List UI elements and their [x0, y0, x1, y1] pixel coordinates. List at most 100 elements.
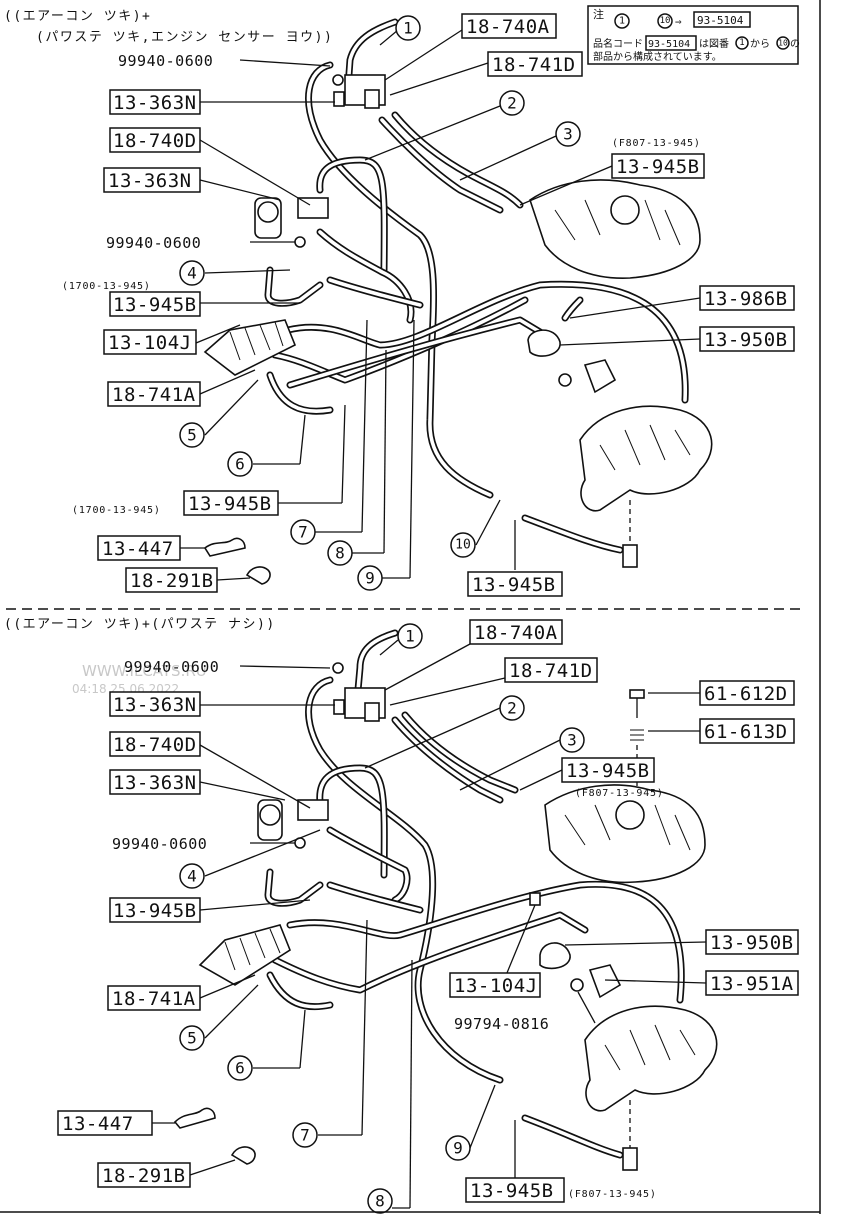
label-13-447-a: 13-447	[102, 538, 174, 560]
label-13-945B-c: 13-945B	[188, 493, 272, 515]
callout-b-9: 9	[453, 1139, 463, 1158]
vacuum-diaphragm-bottom	[539, 942, 571, 970]
callout-8: 8	[335, 544, 345, 563]
throttle-body-top	[529, 179, 701, 279]
bottom-labels: 18-740A 99940-0600 18-741D 13-363N 18-74…	[57, 619, 799, 1203]
intake-manifold-top	[579, 405, 713, 512]
label-18-740A: 18-740A	[466, 16, 550, 38]
top-parts	[203, 74, 713, 585]
bottom-callouts: 1 2 3 4 5 6 7 8 9	[179, 623, 585, 1214]
callout-b-1: 1	[405, 627, 415, 646]
label-b-99794-0816: 99794-0816	[454, 1015, 549, 1033]
label-18-291B-a: 18-291B	[130, 570, 214, 592]
callout-10: 10	[455, 538, 471, 553]
label-13-104J: 13-104J	[108, 332, 192, 354]
note-line3: 部品から構成されています。	[593, 50, 722, 63]
label-13-363N-a: 13-363N	[113, 92, 197, 114]
label-1700-b: (1700-13-945)	[72, 505, 161, 516]
note-circle-from: 1	[619, 16, 625, 27]
label-b-13-945B-c: 13-945B	[470, 1180, 554, 1202]
callout-b-2: 2	[507, 699, 517, 718]
callout-b-3: 3	[567, 731, 577, 750]
clip-13-447-bottom	[173, 1107, 216, 1129]
sensor-top	[622, 544, 638, 568]
label-b-F807-a: (F807-13-945)	[575, 788, 664, 799]
note-title: 注	[593, 7, 604, 21]
clip-icon	[332, 74, 344, 86]
label-F807-a: (F807-13-945)	[612, 138, 701, 149]
label-13-986B: 13-986B	[704, 288, 788, 310]
label-13-363N-b: 13-363N	[108, 170, 192, 192]
callout-1: 1	[403, 19, 413, 38]
label-b-18-291B: 18-291B	[102, 1165, 186, 1187]
throttle-body-bottom	[544, 784, 706, 884]
label-18-741A: 18-741A	[112, 384, 196, 406]
label-13-945B-a: 13-945B	[113, 294, 197, 316]
note-code: 93-5104	[697, 14, 744, 27]
label-b-13-363N-b: 13-363N	[113, 772, 197, 794]
label-b-13-363N-a: 13-363N	[113, 694, 197, 716]
callout-b-8: 8	[375, 1192, 385, 1211]
callout-6: 6	[235, 455, 245, 474]
intake-manifold-bottom	[584, 1005, 718, 1112]
callout-b-6: 6	[235, 1059, 245, 1078]
bottom-section: ((エアーコン ツキ)+(パワステ ナシ)) WWW.ILCATS.RU 04:…	[4, 617, 799, 1214]
label-99940-0600-b: 99940-0600	[106, 234, 201, 252]
label-b-13-104J: 13-104J	[454, 975, 538, 997]
bottom-header: ((エアーコン ツキ)+(パワステ ナシ))	[4, 617, 276, 632]
top-header-line1: ((エアーコン ツキ)+	[4, 9, 151, 24]
label-b-13-951A: 13-951A	[710, 973, 794, 995]
label-b-61-612D: 61-612D	[704, 683, 788, 705]
label-b-61-613D: 61-613D	[704, 721, 788, 743]
note-line2-code: 93-5104	[648, 39, 690, 50]
note-arrow: ⇒	[675, 15, 682, 28]
note-line2-post: の	[790, 39, 800, 50]
note-circle-to: 10	[660, 16, 671, 26]
label-18-741D: 18-741D	[492, 54, 576, 76]
callout-5: 5	[187, 426, 197, 445]
bottom-hoses	[264, 629, 685, 1159]
label-1700-a: (1700-13-945)	[62, 281, 151, 292]
vacuum-chamber-top	[203, 319, 297, 376]
label-b-99940-0600-b: 99940-0600	[112, 835, 207, 853]
top-hoses	[264, 18, 689, 554]
note-line2-kara: から	[750, 38, 770, 50]
label-18-740D: 18-740D	[113, 130, 197, 152]
callout-2: 2	[507, 94, 517, 113]
note-line2-to: 10	[778, 39, 788, 48]
top-leaders	[180, 29, 701, 581]
note-line2-from: 1	[739, 38, 744, 48]
top-callouts: 1 2 3 4 5 6 7 8 9 10	[179, 15, 581, 591]
label-b-99940-0600-a: 99940-0600	[124, 658, 219, 676]
callout-7: 7	[298, 523, 308, 542]
vacuum-chamber-bottom	[198, 924, 291, 986]
callout-b-7: 7	[300, 1126, 310, 1145]
callout-b-5: 5	[187, 1029, 197, 1048]
callout-9: 9	[365, 569, 375, 588]
label-13-945B-d: 13-945B	[472, 574, 556, 596]
callout-4: 4	[187, 264, 197, 283]
clip-13-447-top	[203, 537, 246, 557]
label-b-18-740D: 18-740D	[113, 734, 197, 756]
label-b-18-741A: 18-741A	[112, 988, 196, 1010]
clip-18-291B-top	[245, 566, 271, 585]
sensor-bottom	[622, 1147, 638, 1171]
top-section: ((エアーコン ツキ)+ (パワステ ツキ,エンジン センサー ヨウ)) 注 1…	[4, 5, 800, 597]
note-line2-mid: は図番	[699, 38, 729, 50]
label-13-945B-b: 13-945B	[616, 156, 700, 178]
callout-3: 3	[563, 125, 573, 144]
callout-b-4: 4	[187, 867, 197, 886]
label-b-18-741D: 18-741D	[509, 660, 593, 682]
label-b-F807-b: (F807-13-945)	[568, 1189, 657, 1200]
label-b-13-950B: 13-950B	[710, 932, 794, 954]
top-labels: 18-740A 18-741D 99940-0600 13-363N 18-74…	[62, 13, 795, 597]
label-99940-0600-a: 99940-0600	[118, 52, 213, 70]
bottom-leaders	[152, 639, 707, 1209]
bolt-61-612D	[629, 689, 645, 699]
clip-18-291B-bottom	[230, 1146, 256, 1165]
label-b-18-740A: 18-740A	[474, 622, 558, 644]
watermark-site: WWW.ILCATS.RU	[82, 662, 207, 680]
label-13-950B-a: 13-950B	[704, 329, 788, 351]
bottom-parts	[173, 662, 718, 1171]
